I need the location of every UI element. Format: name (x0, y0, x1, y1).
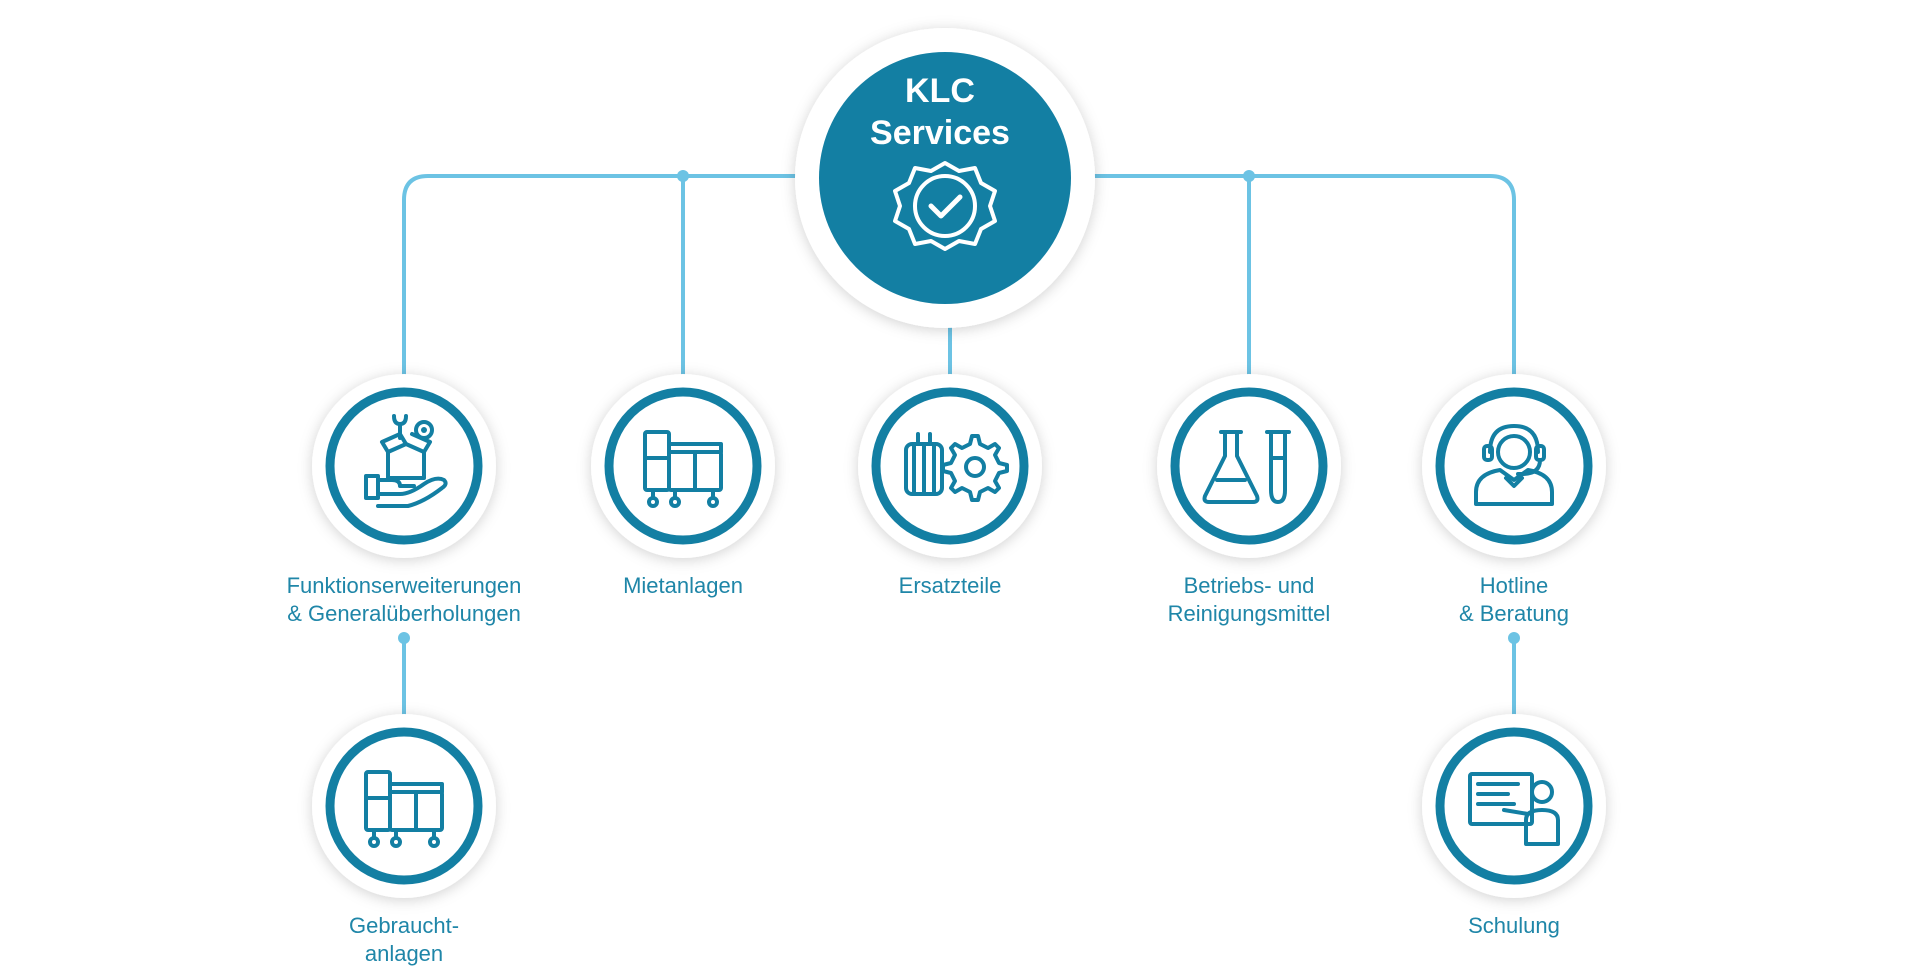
node-label-line1: Betriebs- und (1184, 573, 1315, 598)
node-label-line2: anlagen (365, 941, 443, 966)
joint-mietanlagen (677, 170, 689, 182)
joint-gebrauchtanlagen (398, 632, 410, 644)
node-label-line1: Ersatzteile (899, 573, 1002, 598)
node-ring (325, 727, 483, 885)
node-label-line2: Reinigungsmittel (1168, 601, 1331, 626)
node-ring (325, 387, 483, 545)
presentation-board-icon (1468, 772, 1560, 846)
hand-box-tools-icon (364, 414, 448, 508)
badge-checkmark (928, 194, 963, 219)
badge-inner-circle (913, 174, 977, 238)
node-label-line1: Mietanlagen (623, 573, 743, 598)
node-ring (871, 387, 1029, 545)
badge-check-icon (893, 161, 997, 251)
machine-cabinet-icon (643, 430, 723, 508)
node-ring (1170, 387, 1328, 545)
node-label-line1: Schulung (1468, 913, 1560, 938)
node-ring (604, 387, 762, 545)
hub-title-line2: Services (870, 114, 1010, 152)
node-label-line2: & Beratung (1459, 601, 1569, 626)
connector-funktionserweiterungen (402, 174, 837, 380)
node-betriebsmittel[interactable]: Betriebs- und Reinigungsmittel (1157, 374, 1341, 626)
node-label-line2: & Generalüberholungen (287, 601, 521, 626)
node-mietanlagen[interactable]: Mietanlagen (591, 374, 775, 598)
node-gebrauchtanlagen[interactable]: Gebraucht- anlagen (312, 714, 496, 966)
node-hotline[interactable]: Hotline & Beratung (1422, 374, 1606, 626)
node-label-line1: Funktionserweiterungen (287, 573, 522, 598)
node-label-line1: Hotline (1480, 573, 1548, 598)
hub-node: KLC Services (795, 28, 1095, 328)
spare-parts-gear-icon (904, 432, 1009, 502)
lab-flask-icon (1202, 430, 1291, 504)
headset-agent-icon (1474, 424, 1554, 506)
node-label-line1: Gebraucht- (349, 913, 459, 938)
node-schulung[interactable]: Schulung (1422, 714, 1606, 938)
connector-hotline (1065, 174, 1516, 380)
joint-betriebsmittel (1243, 170, 1255, 182)
node-ersatzteile[interactable]: Ersatzteile (858, 374, 1042, 598)
node-funktionserweiterungen[interactable]: Funktionserweiterungen & Generalüberholu… (287, 374, 522, 626)
badge-outline (893, 161, 997, 251)
machine-cabinet-icon (364, 770, 444, 848)
hub-title-line1: KLC (905, 72, 975, 110)
joint-schulung (1508, 632, 1520, 644)
